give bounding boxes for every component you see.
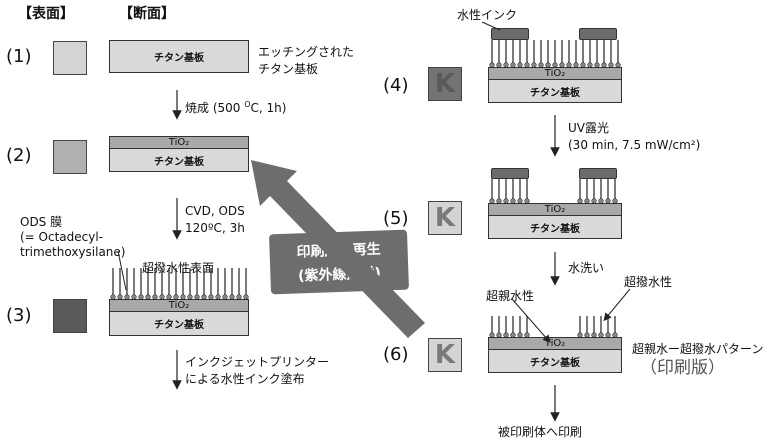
step-4-label: (4) (383, 75, 409, 96)
arrow4-line1: UV露光 (568, 121, 609, 135)
tio2-label: TiO₂ (168, 137, 190, 148)
ink-block-left (491, 28, 529, 40)
step-1-label: (1) (6, 46, 32, 67)
etched-caption-line2: チタン基板 (258, 62, 319, 76)
tio2-label: TiO₂ (544, 68, 566, 79)
titanium-substrate: チタン基板 (109, 148, 249, 172)
titanium-substrate: チタン基板 (488, 349, 622, 373)
k-square-4: K (428, 67, 462, 101)
substrate-label: チタン基板 (154, 156, 204, 168)
ink-block-left (491, 168, 529, 179)
ink-block-right (579, 28, 617, 40)
final-label: 被印刷体へ印刷 (498, 425, 583, 439)
tio2-label: TiO₂ (544, 338, 566, 349)
hydrophilic-leader-line (511, 298, 551, 344)
hydrophobic-leader-line (603, 288, 631, 322)
arrow3-line2: による水性インク塗布 (185, 372, 305, 386)
arrow4-line2: (30 min, 7.5 mW/cm²) (568, 138, 701, 152)
balloon-line1: 印刷版の再生 (296, 241, 381, 261)
balloon-line2: (紫外線照射) (297, 265, 382, 285)
step-5-label: (5) (383, 208, 409, 229)
k-letter: K (434, 203, 456, 233)
surface-square-1 (53, 41, 87, 75)
ods-line2: (= Octadecyl- (20, 230, 104, 244)
ods-line3: trimethoxysilane) (20, 245, 126, 259)
k-square-5: K (428, 201, 462, 235)
step-2-label: (2) (6, 145, 32, 166)
arrow2-line1: CVD, ODS (185, 204, 245, 218)
surface-header: 【表面】 (18, 6, 74, 22)
regeneration-balloon: 印刷版の再生 (紫外線照射) (268, 229, 410, 295)
hydrophobic-label: 超撥水性 (624, 275, 673, 289)
titanium-substrate: チタン基板 (488, 215, 622, 239)
k-square-6: K (428, 338, 462, 372)
step-3-label: (3) (6, 305, 32, 326)
substrate-label: チタン基板 (154, 53, 204, 64)
ink-label: 水性インク (457, 8, 518, 22)
titanium-substrate: チタン基板 (109, 40, 249, 73)
ods-line1: ODS 膜 (20, 215, 63, 229)
arrow5-label: 水洗い (568, 261, 605, 275)
arrow1-text: 焼成 (500 (185, 101, 245, 115)
surface-square-3 (53, 299, 87, 333)
section-header: 【断面】 (119, 6, 175, 22)
superhydrophobic-surface-label: 超撥水性表面 (142, 261, 215, 275)
k-letter: K (434, 340, 456, 370)
arrow2-line2: 120ºC, 3h (185, 221, 245, 235)
tio2-label: TiO₂ (168, 300, 190, 311)
plate-label: （印刷版） (640, 358, 725, 378)
titanium-substrate: チタン基板 (488, 79, 622, 103)
arrow3-line1: インクジェットプリンター (185, 355, 330, 369)
arrow1-tail: C, 1h) (250, 101, 287, 115)
surface-square-2 (53, 140, 87, 174)
step-6-label: (6) (383, 344, 409, 365)
titanium-substrate: チタン基板 (109, 311, 249, 336)
arrow1-sup: O (244, 100, 251, 109)
pattern-label: 超親水ー超撥水パターン (632, 342, 764, 356)
substrate-label: チタン基板 (154, 320, 204, 331)
substrate-label: チタン基板 (530, 223, 580, 235)
hydrophilic-label: 超親水性 (486, 289, 535, 303)
tio2-label: TiO₂ (544, 204, 566, 215)
substrate-label: チタン基板 (530, 87, 580, 99)
substrate-label: チタン基板 (530, 357, 580, 369)
k-letter: K (434, 69, 456, 99)
arrow1-label: 焼成 (500 OC, 1h) (185, 100, 287, 115)
etched-caption-line1: エッチングされた (258, 45, 355, 59)
ink-block-right (579, 168, 617, 179)
